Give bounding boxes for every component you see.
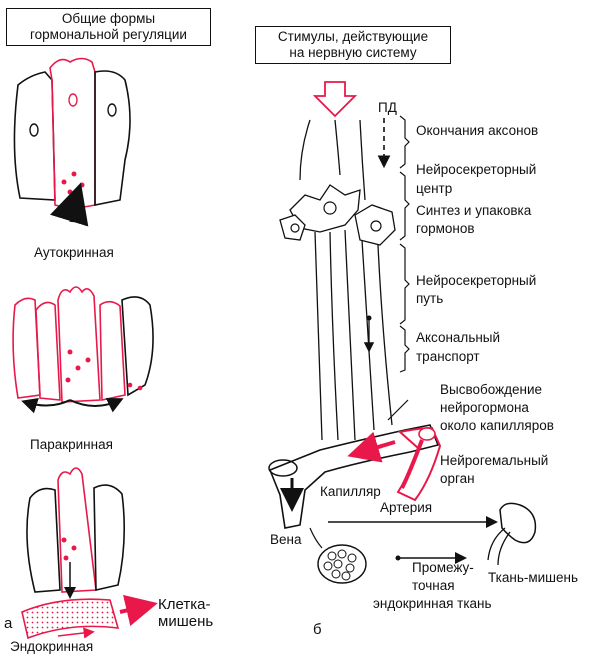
right-title-line1: Стимулы, действующие bbox=[260, 29, 446, 45]
endocrine-illustration bbox=[22, 468, 150, 638]
release-label-2: нейрогормона bbox=[440, 400, 529, 415]
right-title-box: Стимулы, действующие на нервную систему bbox=[255, 26, 451, 64]
intermediate-label-1: Промежу- bbox=[412, 560, 474, 575]
target-cell-label-1: Клетка- bbox=[158, 597, 210, 612]
vein-label: Вена bbox=[270, 532, 301, 547]
intermediate-label-3: эндокринная ткань bbox=[373, 596, 492, 611]
right-title-line2: на нервную систему bbox=[260, 45, 446, 61]
left-title-line1: Общие формы bbox=[11, 11, 206, 27]
target-tissue-label: Ткань-мишень bbox=[488, 570, 578, 585]
endocrine-label: Эндокринная bbox=[10, 639, 93, 654]
intermediate-label-2: точная bbox=[412, 578, 455, 593]
release-label-1: Высвобождение bbox=[440, 382, 542, 397]
center-label-1: Нейросекреторный bbox=[416, 162, 536, 177]
transport-label-1: Аксональный bbox=[416, 330, 500, 345]
transport-label-2: транспорт bbox=[416, 349, 480, 364]
organ-label-1: Нейрогемальный bbox=[440, 453, 548, 468]
autocrine-illustration bbox=[14, 59, 130, 223]
bracket-lines bbox=[400, 116, 409, 372]
artery-label: Артерия bbox=[380, 500, 432, 515]
path-label-2: путь bbox=[416, 291, 443, 306]
target-cell-label-2: мишень bbox=[158, 614, 213, 629]
organ-label-2: орган bbox=[440, 471, 475, 486]
autocrine-label: Аутокринная bbox=[34, 245, 114, 260]
paracrine-illustration bbox=[13, 287, 153, 406]
panel-letter-b: б bbox=[313, 622, 322, 637]
release-label-3: около капилляров bbox=[440, 418, 554, 433]
path-label-1: Нейросекреторный bbox=[416, 273, 536, 288]
panel-letter-a: а bbox=[4, 616, 12, 631]
pd-label: ПД bbox=[378, 100, 397, 115]
axon-endings-label: Окончания аксонов bbox=[416, 123, 538, 138]
center-label-3: Синтез и упаковка bbox=[416, 203, 531, 218]
paracrine-label: Паракринная bbox=[30, 437, 113, 452]
left-title-line2: гормональной регуляции bbox=[11, 27, 206, 43]
capillary-label: Капилляр bbox=[320, 484, 381, 499]
left-title-box: Общие формы гормональной регуляции bbox=[6, 8, 211, 46]
center-label-2: центр bbox=[416, 181, 452, 196]
center-label-4: гормонов bbox=[416, 221, 475, 236]
